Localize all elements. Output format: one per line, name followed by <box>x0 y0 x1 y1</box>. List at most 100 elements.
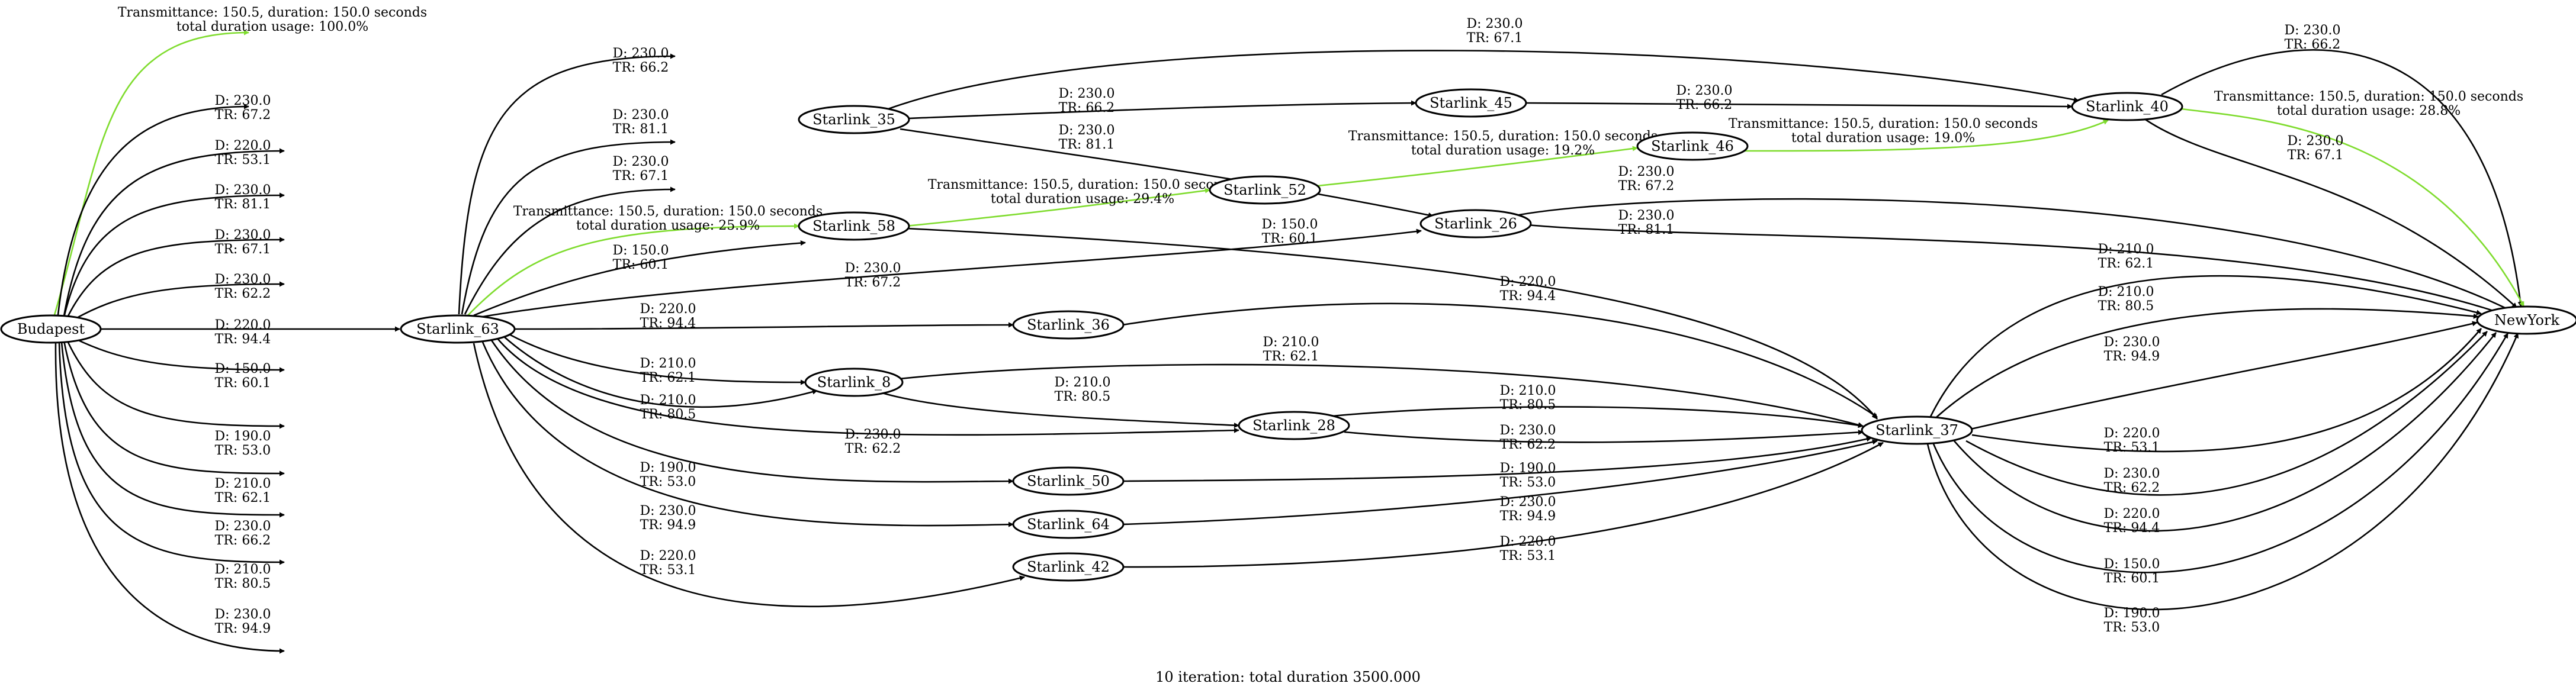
edge-label-line: D: 230.0 <box>214 272 271 287</box>
node-starlink-28: Starlink_28 <box>1238 411 1350 440</box>
edge-line <box>57 104 249 315</box>
edge-label-line: TR: 53.0 <box>215 443 271 458</box>
node-starlink-37: Starlink_37 <box>1861 415 1973 445</box>
edge-label-line: TR: 62.2 <box>2104 481 2160 495</box>
edge-line <box>908 100 1417 120</box>
edge-label-line: total duration usage: 25.9% <box>576 218 760 233</box>
edge-line <box>503 336 818 408</box>
edge-label-line: D: 150.0 <box>1261 217 1318 232</box>
edge-label-line: D: 230.0 <box>2287 134 2343 149</box>
node-ellipse <box>1636 131 1749 161</box>
edge-line <box>1317 146 1638 187</box>
edge-label-line: D: 220.0 <box>1499 534 1556 549</box>
node-ellipse <box>1012 552 1125 582</box>
edge-label-line: TR: 94.4 <box>1500 289 1556 304</box>
edge-label-line: D: 190.0 <box>1499 461 1556 476</box>
node-starlink-40: Starlink_40 <box>2071 92 2183 121</box>
edge-label-line: D: 230.0 <box>844 427 901 442</box>
edge-line <box>54 343 285 654</box>
node-label: Starlink_35 <box>812 111 895 128</box>
edge-line <box>65 338 285 429</box>
edge-line <box>1525 102 2073 109</box>
edge-label-line: Transmittance: 150.5, duration: 150.0 se… <box>2214 89 2523 104</box>
edge-label-line: D: 220.0 <box>214 318 271 333</box>
edge-line <box>68 281 285 324</box>
edge-line <box>464 186 676 315</box>
edge-label-line: TR: 67.1 <box>1467 31 1523 46</box>
edge-label-line: TR: 66.2 <box>215 533 271 548</box>
edge-label-line: TR: 53.0 <box>1500 475 1556 490</box>
edge-label-line: D: 230.0 <box>1466 17 1523 31</box>
node-starlink-35: Starlink_35 <box>798 105 910 134</box>
node-starlink-8: Starlink_8 <box>804 368 904 397</box>
node-label: Starlink_46 <box>1651 138 1734 154</box>
edge-Starlink_63-to-Starlink_58: Transmittance: 150.5, duration: 150.0 se… <box>467 204 823 316</box>
edge-label-line: D: 230.0 <box>1618 165 1674 179</box>
node-label: Starlink_42 <box>1027 559 1110 575</box>
edge-line <box>1344 430 1864 443</box>
node-label: Starlink_26 <box>1434 215 1517 232</box>
edge-line <box>1122 302 1878 418</box>
node-starlink-63: Starlink_63 <box>400 314 516 344</box>
edge-line <box>497 338 1239 436</box>
graph-caption: 10 iteration: total duration 3500.000 <box>1155 669 1421 685</box>
edge-line <box>1123 439 1878 526</box>
node-label: Starlink_63 <box>416 321 499 337</box>
edge-line <box>467 223 799 316</box>
edge-line <box>473 343 1025 608</box>
node-ellipse <box>2071 92 2183 121</box>
edge-label: Transmittance: 150.5, duration: 150.0 se… <box>118 5 427 34</box>
edge-label-line: TR: 94.4 <box>215 332 271 347</box>
node-label: Starlink_37 <box>1875 422 1958 439</box>
edge-label-line: D: 220.0 <box>640 549 696 563</box>
edge-label-line: TR: 67.1 <box>2288 148 2344 163</box>
edge-line <box>1965 331 2488 496</box>
edge-line <box>473 240 806 317</box>
edge-label-line: TR: 66.2 <box>1059 101 1115 115</box>
edge-label-line: TR: 94.4 <box>2104 521 2160 536</box>
node-ellipse <box>2476 305 2576 335</box>
edge-label-line: total duration usage: 19.0% <box>1791 131 1975 146</box>
edge-line <box>58 342 285 565</box>
node-newyork: NewYork <box>2476 305 2576 335</box>
node-label: Starlink_28 <box>1252 417 1335 434</box>
edge-label-line: TR: 66.2 <box>613 60 669 75</box>
edge-label-line: TR: 53.1 <box>1500 549 1556 563</box>
edge-label: Transmittance: 150.5, duration: 150.0 se… <box>2214 89 2523 118</box>
edge-Starlink_52-to-Starlink_46: Transmittance: 150.5, duration: 150.0 se… <box>1317 129 1658 187</box>
edge-line <box>63 192 285 318</box>
edge-label-line: TR: 60.1 <box>2104 571 2160 586</box>
edge-line <box>1929 275 2482 417</box>
edge-line <box>60 341 285 518</box>
node-ellipse <box>400 314 516 344</box>
edge-label-line: TR: 53.1 <box>215 153 271 167</box>
edge-line <box>876 390 1239 428</box>
edge-label-line: TR: 62.2 <box>845 441 901 456</box>
